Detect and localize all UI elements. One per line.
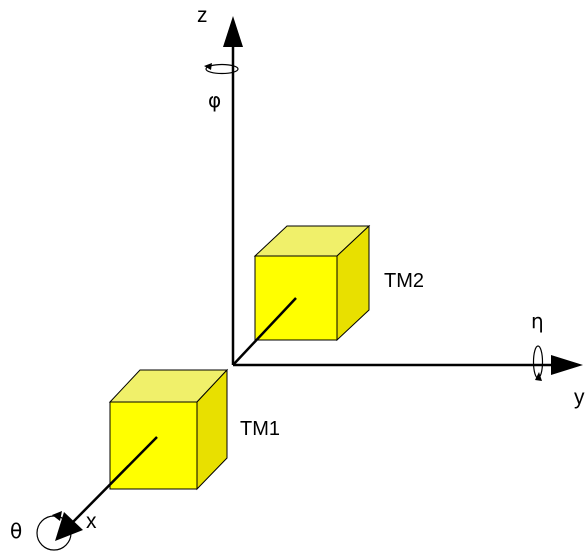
y-axis-label: y bbox=[574, 386, 585, 409]
eta-label: η bbox=[531, 309, 544, 333]
x-axis-label: x bbox=[86, 510, 97, 533]
x-axis-back-segment bbox=[232, 297, 297, 366]
x-axis-arrowhead bbox=[55, 512, 83, 541]
y-axis-arrowhead bbox=[551, 355, 583, 375]
tm1-cube bbox=[108, 368, 229, 491]
z-axis-arrowhead bbox=[223, 16, 243, 47]
x-axis-line bbox=[70, 436, 158, 525]
eta-rotation-icon bbox=[532, 345, 544, 381]
tm1-label: TM1 bbox=[240, 418, 280, 440]
phi-rotation-icon bbox=[204, 63, 239, 75]
tm1-cube-front bbox=[109, 401, 198, 490]
phi-label: φ bbox=[208, 88, 221, 112]
theta-rotation-icon bbox=[36, 511, 72, 551]
tm2-label: TM2 bbox=[384, 270, 424, 292]
theta-label: θ bbox=[10, 519, 22, 543]
z-axis-label: z bbox=[197, 4, 208, 27]
